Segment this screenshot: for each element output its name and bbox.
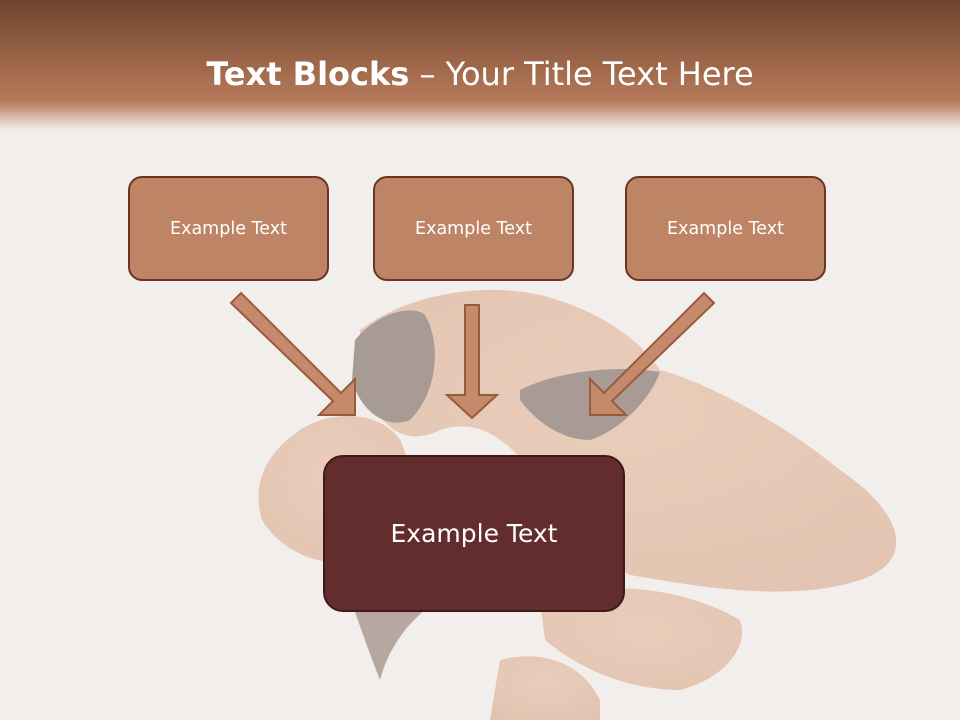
text-block-3[interactable]: Example Text <box>625 176 826 281</box>
main-text-block[interactable]: Example Text <box>323 455 625 612</box>
text-block-2-label: Example Text <box>415 218 532 239</box>
title-bold-part: Text Blocks <box>206 55 410 93</box>
text-block-2[interactable]: Example Text <box>373 176 574 281</box>
text-block-3-label: Example Text <box>667 218 784 239</box>
main-text-block-label: Example Text <box>390 519 558 548</box>
slide-title: Text Blocks – Your Title Text Here <box>0 52 960 96</box>
text-block-1[interactable]: Example Text <box>128 176 329 281</box>
header-band <box>0 0 960 130</box>
title-rest-part: – Your Title Text Here <box>409 55 754 93</box>
text-block-1-label: Example Text <box>170 218 287 239</box>
